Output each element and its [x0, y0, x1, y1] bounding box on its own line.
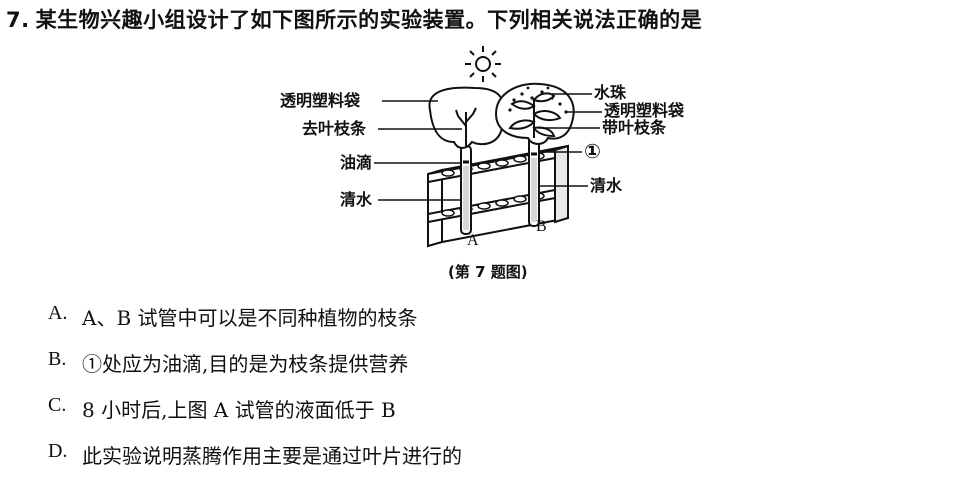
option-letter: B.	[48, 348, 67, 370]
question-stem: 7.某生物兴趣小组设计了如下图所示的实验装置。下列相关说法正确的是	[6, 4, 702, 34]
experiment-figure: 透明塑料袋 去叶枝条 油滴 清水 水珠 透明塑料袋 带叶枝条 ① 清水 A B …	[270, 42, 740, 290]
question-text: 某生物兴趣小组设计了如下图所示的实验装置。下列相关说法正确的是	[35, 8, 703, 32]
label-marker-1: ①	[584, 139, 601, 163]
question-number: 7.	[6, 8, 30, 32]
label-plastic-bag-right: 透明塑料袋	[604, 101, 685, 120]
leafy-branch	[508, 92, 562, 138]
option-text: 8 小时后,上图 A 试管的液面低于 B	[82, 398, 396, 422]
leafless-branch	[455, 107, 477, 146]
label-water-right: 清水	[590, 176, 623, 195]
answer-options: A. A、B 试管中可以是不同种植物的枝条 B. ①处应为油滴,目的是为枝条提供…	[48, 302, 948, 486]
option-a[interactable]: A. A、B 试管中可以是不同种植物的枝条	[48, 302, 948, 348]
label-plastic-bag-left: 透明塑料袋	[280, 91, 361, 110]
label-oil-drop: 油滴	[340, 153, 373, 172]
figure-caption: (第 7 题图)	[448, 263, 528, 281]
option-c[interactable]: C. 8 小时后,上图 A 试管的液面低于 B	[48, 394, 948, 440]
label-tube-b: B	[536, 218, 547, 235]
option-text: A、B 试管中可以是不同种植物的枝条	[82, 306, 418, 330]
option-d[interactable]: D. 此实验说明蒸腾作用主要是通过叶片进行的	[48, 440, 948, 486]
option-letter: D.	[48, 440, 68, 462]
label-water-left: 清水	[340, 190, 373, 209]
label-tube-a: A	[467, 232, 479, 249]
label-leafy-branch: 带叶枝条	[602, 118, 667, 137]
leader-lines	[374, 93, 602, 201]
label-water-droplets: 水珠	[594, 83, 627, 102]
option-text: ①处应为油滴,目的是为枝条提供营养	[82, 352, 409, 376]
option-letter: C.	[48, 394, 67, 416]
sun-icon	[465, 46, 501, 82]
option-letter: A.	[48, 302, 68, 324]
test-tube-a	[460, 145, 472, 235]
option-b[interactable]: B. ①处应为油滴,目的是为枝条提供营养	[48, 348, 948, 394]
label-leafless-branch: 去叶枝条	[302, 119, 367, 138]
apparatus-drawing	[374, 46, 602, 248]
option-text: 此实验说明蒸腾作用主要是通过叶片进行的	[82, 444, 462, 468]
test-tube-b	[528, 135, 540, 227]
